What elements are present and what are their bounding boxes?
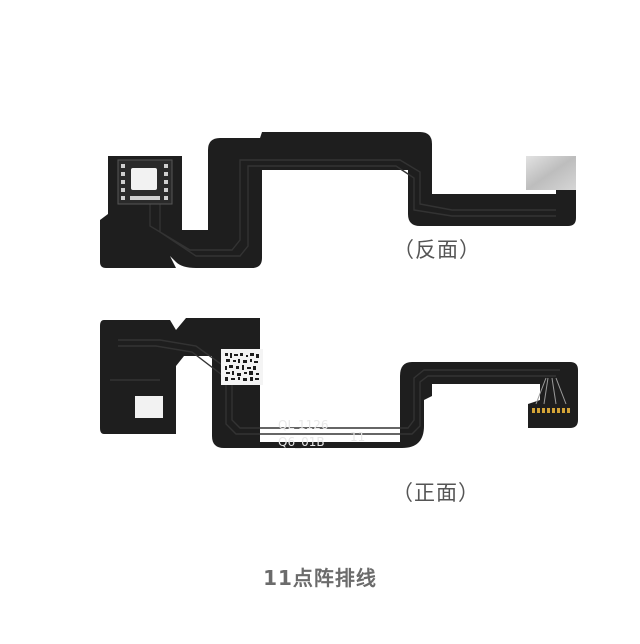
cable-front-connector [530, 404, 576, 424]
cable-front-model-line2: Q6_01B [278, 435, 325, 449]
product-title: 11点阵排线 [263, 566, 377, 590]
cable-back-metal-contact [526, 156, 576, 190]
cable-front-number: 11 [350, 430, 365, 444]
cable-front-traces [110, 339, 560, 435]
cable-back-body [100, 132, 576, 268]
caption-front-side: （正面） [392, 481, 480, 505]
caption-back-side: （反面） [393, 238, 481, 262]
cable-front-body [100, 318, 578, 448]
cable-front-cutout [135, 396, 163, 418]
cable-back-cutout [131, 168, 157, 190]
cable-back-traces [149, 159, 556, 257]
flex-cable-back [100, 132, 576, 268]
flex-cable-front: QL 1126 Q6_01B 11 [100, 318, 578, 449]
cable-front-model-line1: QL 1126 [278, 418, 328, 432]
cable-front-connector-lines [535, 377, 567, 405]
cable-back-pads [121, 164, 168, 200]
cable-front-connector-pins [532, 408, 570, 413]
cable-front-datamatrix [225, 353, 259, 381]
